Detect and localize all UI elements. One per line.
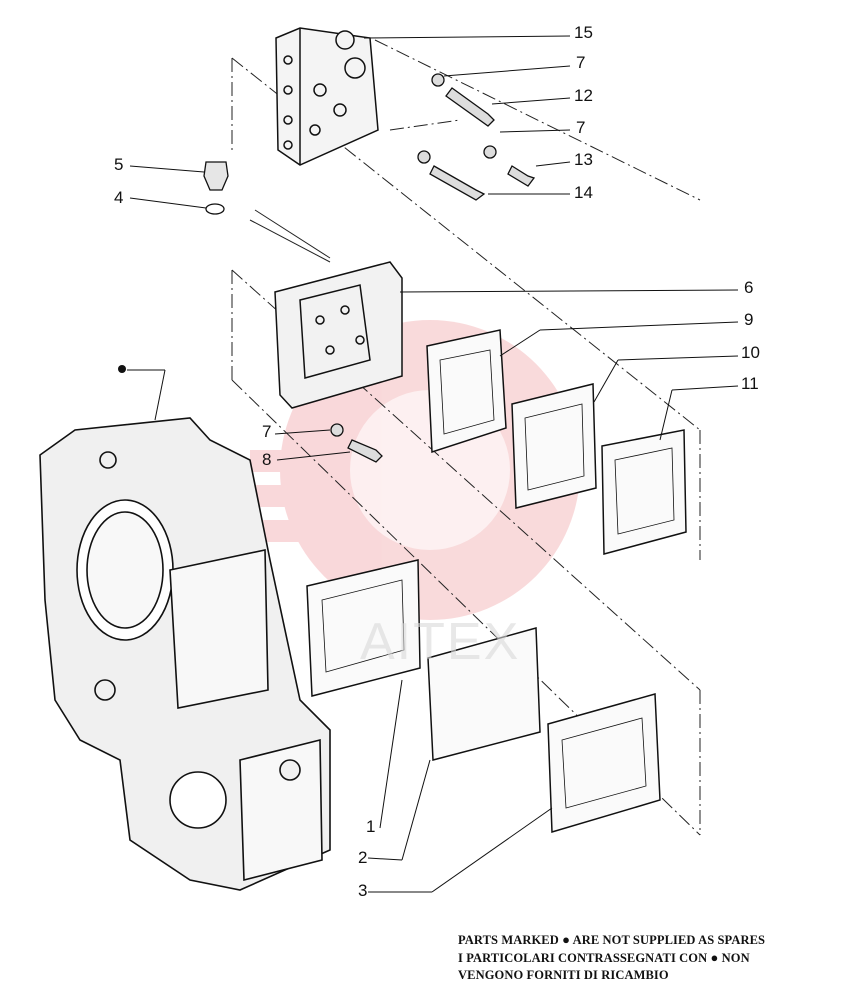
callout-15: 15: [574, 23, 593, 42]
callout-14: 14: [574, 183, 593, 202]
note-line-1: PARTS MARKED ● ARE NOT SUPPLIED AS SPARE…: [458, 932, 766, 947]
callout-6: 6: [744, 278, 754, 297]
callout-7-b: 7: [576, 118, 586, 137]
callout-8: 8: [262, 450, 272, 469]
watermark-text: AITEX: [360, 613, 521, 671]
callout-10: 10: [741, 343, 760, 362]
spares-note: PARTS MARKED ● ARE NOT SUPPLIED AS SPARE…: [458, 931, 765, 984]
note-line-2: I PARTICOLARI CONTRASSEGNATI CON ● NON: [458, 950, 750, 965]
valve-plate-6: [274, 261, 403, 409]
marker-dot-2: ●: [710, 950, 719, 965]
note-line-3: VENGONO FORNITI DI RICAMBIO: [458, 968, 669, 982]
not-supplied-marker: [118, 365, 126, 373]
gasket-3: [547, 693, 661, 833]
bolt-8: [347, 439, 383, 463]
callout-7-a: 7: [576, 53, 586, 72]
plug-5: [203, 161, 229, 191]
callout-7-c: 7: [262, 422, 272, 441]
washer-4: [205, 203, 225, 215]
plate-11: [601, 429, 687, 555]
valve-body-top: [275, 27, 379, 166]
marker-dot-1: ●: [562, 932, 571, 947]
gasket-1: [306, 559, 421, 697]
plate-10: [511, 383, 597, 509]
callout-3: 3: [358, 881, 368, 900]
callout-2: 2: [358, 848, 368, 867]
callout-12: 12: [574, 86, 593, 105]
callout-1: 1: [366, 817, 376, 836]
washer-7-top: [417, 145, 497, 164]
callout-5: 5: [114, 155, 124, 174]
washer-7-mid: [330, 423, 344, 437]
plate-2: [427, 627, 541, 761]
callout-11: 11: [741, 374, 759, 393]
leader-lines: [127, 35, 739, 893]
bolt-12: [431, 73, 495, 127]
callout-4: 4: [114, 188, 124, 207]
bolt-13: [507, 165, 536, 187]
plate-9: [426, 329, 507, 454]
transmission-housing: [39, 417, 331, 891]
callout-9: 9: [744, 310, 754, 329]
callout-13: 13: [574, 150, 593, 169]
bolt-14: [429, 165, 486, 201]
